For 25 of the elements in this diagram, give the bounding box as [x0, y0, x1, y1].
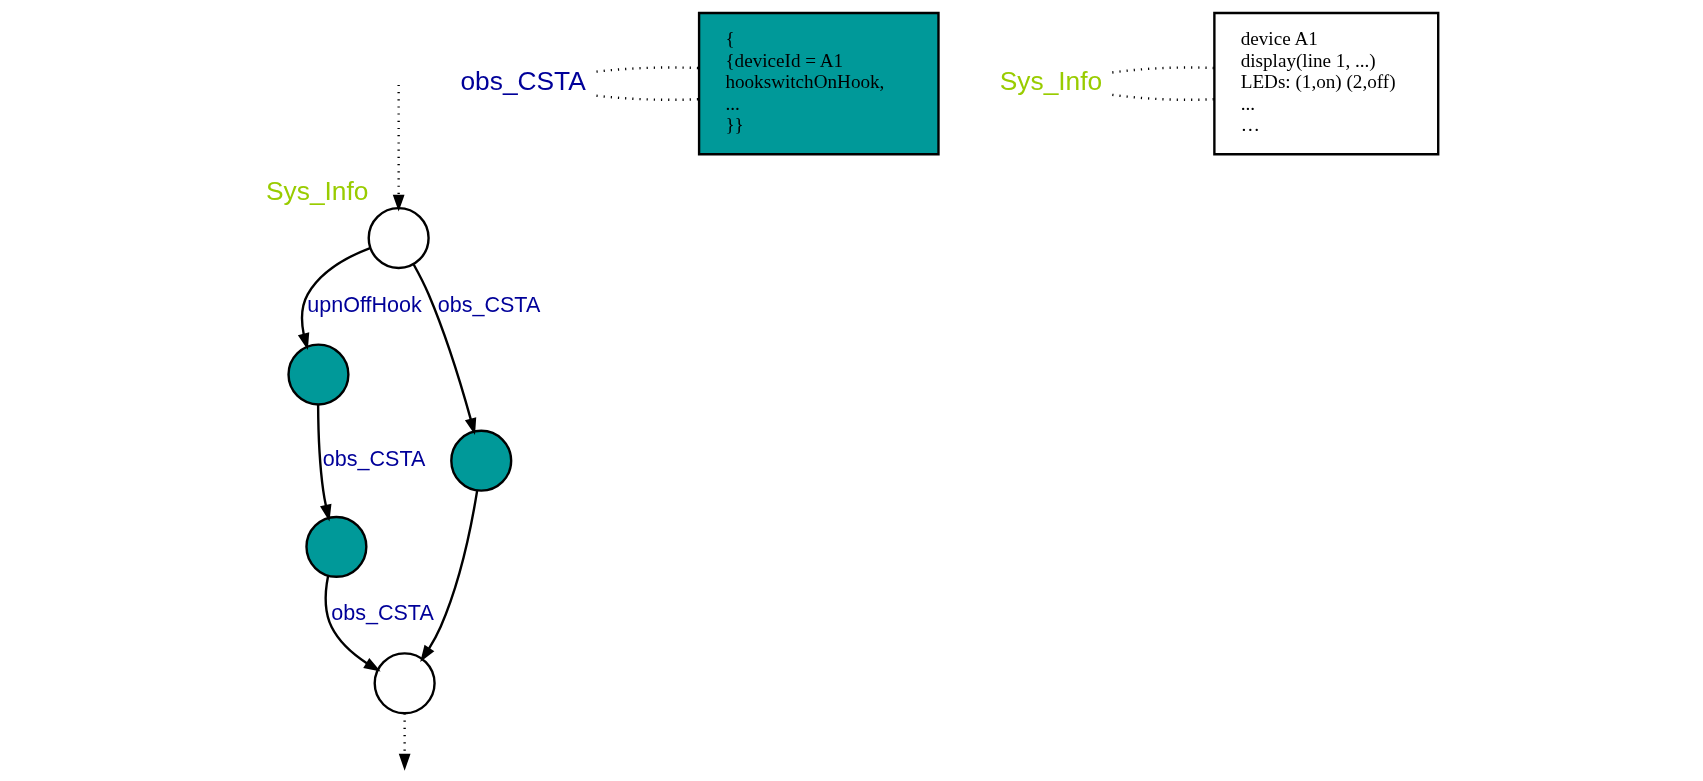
node-text: obs_CSTA — [459, 66, 586, 97]
arrow — [324, 575, 381, 672]
connector — [595, 94, 699, 101]
edge-label: obs_CSTA — [330, 601, 434, 626]
arrow — [398, 713, 410, 771]
node-circle — [304, 515, 368, 578]
connector — [1111, 66, 1214, 74]
arrow — [412, 263, 476, 435]
node-text: Sys_Info — [999, 66, 1102, 97]
arrow — [392, 84, 405, 212]
node-box: device A1 display(line 1, ...) LEDs: (1,on) (2,off) ... … — [1212, 11, 1439, 156]
node-circle — [367, 206, 430, 270]
node-circle — [449, 429, 512, 492]
node-label: Sys_Info — [265, 176, 368, 207]
connector — [595, 66, 699, 73]
edge-label: obs_CSTA — [322, 446, 425, 471]
node-circle — [286, 343, 350, 406]
arrow — [419, 490, 478, 663]
edge-label: obs_CSTA — [437, 292, 540, 317]
connector — [1111, 93, 1214, 101]
arrow — [297, 246, 370, 350]
edge-label: upnOffHook — [306, 292, 422, 317]
node-box: { {deviceId = A1 hookswitchOnHook, ... }} — [697, 11, 940, 156]
node-circle — [373, 652, 436, 715]
arrow — [316, 404, 331, 522]
